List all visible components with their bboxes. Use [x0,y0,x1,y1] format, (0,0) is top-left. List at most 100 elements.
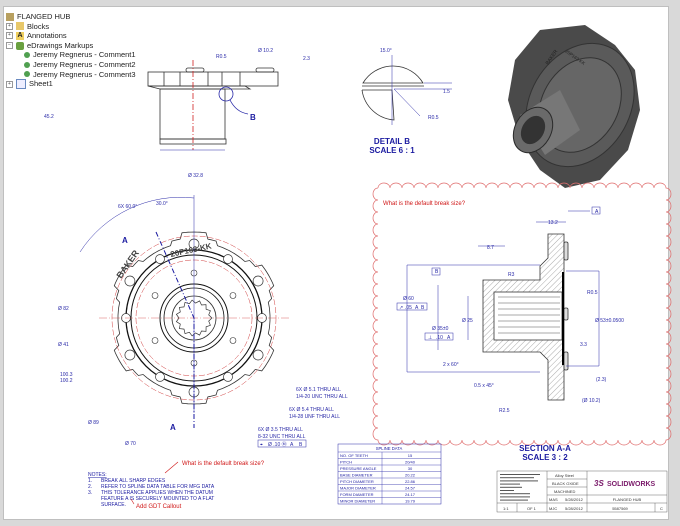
drawn-by: MAS [549,497,558,502]
dim-2-3: 2.3 [303,56,310,62]
top-view-hub [159,88,226,140]
svg-text:A: A [290,442,294,448]
spline-row-label: PITCH DIAMETER [340,479,374,484]
dim-d35: Ø 35±0 [432,326,449,332]
section-line-a-a[interactable] [155,231,195,428]
dim-d53: Ø 53±0.0500 [595,318,624,324]
tree-item-sheet1[interactable]: +Sheet1 [6,79,136,90]
assembly-icon [6,12,14,21]
section-scale: SCALE 3 : 2 [522,453,568,462]
detail-circle[interactable] [218,86,234,102]
small-hole [151,337,159,344]
tree-item-comment[interactable]: Jeremy Regnerus - Comment1 [6,50,136,60]
title-block-note-line [500,490,514,491]
title-block-note-line [500,483,520,485]
svg-text:1/4-28 UNF THRU ALL: 1/4-28 UNF THRU ALL [289,414,340,420]
expand-icon[interactable]: + [6,22,13,30]
datum-b: B [435,269,439,275]
spline-row-value: 20.22 [405,473,416,478]
title-block-note-line [500,480,538,482]
sheet-count: OF 1 [527,506,537,511]
dim-13-2: 13.2 [548,220,558,226]
svg-text:2.: 2. [88,484,92,490]
title-block-note-line [500,493,530,495]
detail-b-label: B [250,113,256,122]
tree-item-comment[interactable]: Jeremy Regnerus - Comment2 [6,60,136,70]
svg-text:6X Ø 5.1 THRU ALL: 6X Ø 5.1 THRU ALL [296,387,341,393]
dim-r2-5: R2.5 [499,408,510,414]
datum-a: A [595,209,599,215]
small-hole [229,292,237,299]
svg-text:.10: .10 [436,335,443,341]
hole-callout[interactable]: 6X Ø 5.1 THRU ALL 1/4-20 UNC THRU ALL [296,387,348,400]
comment-icon [24,52,30,59]
dim-100-3: 100.3 [60,372,73,378]
spline-row-value: 24.57 [405,486,416,491]
spline-row-label: BASE DIAMETER [340,473,373,478]
markup-cloud[interactable] [372,182,672,446]
spline-row-value: 20/40 [405,460,416,465]
spline-row-value: 22.86 [405,479,416,484]
svg-text:.05: .05 [405,305,412,311]
title-block-note-line [500,496,530,498]
tree-item-markups[interactable]: −eDrawings Markups [6,41,136,51]
dim-d10-2: (Ø 10.2) [582,398,601,404]
bolt-hole [252,275,264,287]
tapped-hole [223,372,233,382]
top-view [147,60,279,151]
svg-text:3.: 3. [88,490,92,496]
svg-text:B: B [299,442,303,448]
svg-text:A: A [415,305,419,311]
part-number: 5587569 [612,506,628,511]
bolt-hole [124,349,136,361]
dim-6x-60: 6X 60.0° [118,204,137,210]
section-label-bottom: A [170,423,176,432]
tree-item-comment[interactable]: Jeremy Regnerus - Comment3 [6,70,136,80]
svg-text:REFER TO SPLINE DATA TABLE FOR: REFER TO SPLINE DATA TABLE FOR MFG DATA [101,484,215,490]
svg-text:SURFACE.: SURFACE. [101,502,126,508]
markup-comment-2[interactable]: What is the default break size? [182,461,265,467]
expand-icon[interactable]: + [6,32,13,40]
svg-text:⌖: ⌖ [260,442,263,448]
dim-8-7: 8.7 [487,245,494,251]
annotations-icon: A [16,31,24,40]
solidworks-logo: 3S SOLIDWORKS [594,479,656,488]
tapped-hole [155,372,165,382]
top-view-boss [185,67,205,73]
hole-callout[interactable]: 6X Ø 3.5 THRU ALL 8-32 UNC THRU ALL ⌖ Ø … [257,427,307,448]
spline-table-title: SPLINE DATA [376,446,403,451]
svg-text:1/4-20 UNC THRU ALL: 1/4-20 UNC THRU ALL [296,394,348,400]
markup-comment-1[interactable]: What is the default break size? [383,201,466,207]
small-hole [229,337,237,344]
spline-row-value: 15 [408,453,413,458]
spline-row-label: MAJOR DIAMETER [340,486,376,491]
spline-row-label: MINOR DIAMETER [340,499,375,504]
expand-icon[interactable]: + [6,80,13,88]
svg-text:FEATURE A IS SECURELY MOUNTED: FEATURE A IS SECURELY MOUNTED TO A FLAT [101,496,214,502]
dim-r0-5: R0.5 [428,115,439,121]
checked-by: MJC [549,506,557,511]
spline-row-value: 30 [408,466,413,471]
top-view-flange-step [147,85,252,90]
dim-2-3: (2.3) [596,377,607,383]
hole-callout[interactable]: 6X Ø 5.4 THRU ALL 1/4-28 UNF THRU ALL [289,407,340,420]
isometric-model-view[interactable]: BAKER 20P163-KK [504,24,656,188]
dim-0-5x45: 0.5 x 45° [474,383,494,389]
dim-45-2: 45.2 [44,114,54,120]
dim-r0-5: R0.5 [587,290,598,296]
markup-comment-3[interactable]: Add GDT Callout [136,504,182,510]
bolt-hole [124,275,136,287]
spline-row-label: FORM DIAMETER [340,492,374,497]
tree-root[interactable]: FLANGED HUB [6,12,136,22]
revision: C [660,506,663,511]
dim-d60: Ø 60 [403,296,414,302]
svg-text:6X Ø 3.5 THRU ALL: 6X Ø 3.5 THRU ALL [258,427,303,433]
svg-text:SOLIDWORKS: SOLIDWORKS [607,481,656,488]
tree-item-blocks[interactable]: +Blocks [6,22,136,32]
dim-d25: Ø 25 [462,318,473,324]
collapse-icon[interactable]: − [6,42,13,50]
runout-fcf: ↗ .05 A B [396,302,428,311]
